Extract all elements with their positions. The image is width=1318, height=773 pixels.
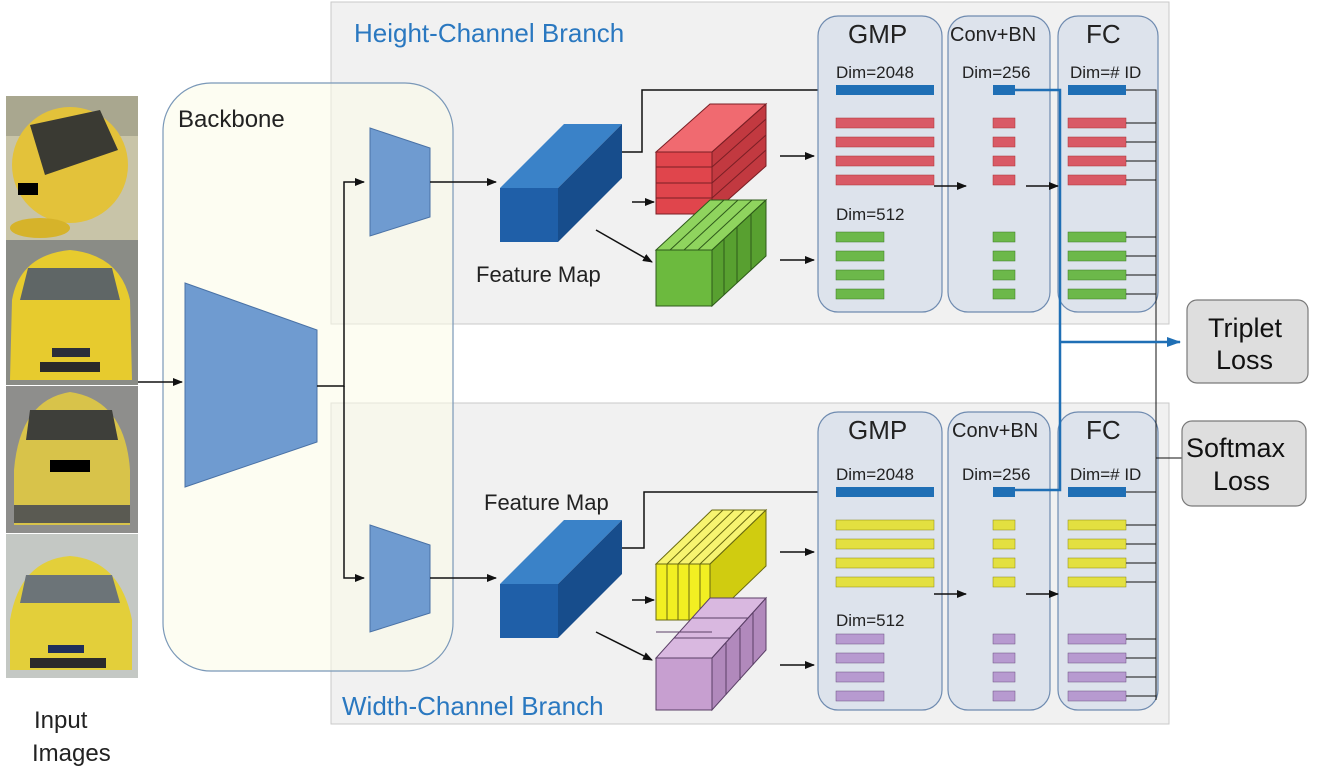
- feature-map-cube-top: [500, 124, 622, 242]
- feature-map-label-bottom: Feature Map: [484, 490, 609, 515]
- softmax-loss-box: [1181, 420, 1307, 507]
- input-label-line2: Images: [32, 740, 111, 767]
- global-bars-bottom: [836, 487, 1126, 497]
- input-images: [6, 96, 138, 678]
- car-image-1: [6, 96, 138, 240]
- dim-id-top: Dim=# ID: [1070, 63, 1141, 82]
- fc-header-top: FC: [1086, 19, 1121, 49]
- feature-map-cube-bottom: [500, 520, 622, 638]
- width-branch-title: Width-Channel Branch: [342, 691, 604, 721]
- triplet-connector: [1015, 88, 1181, 492]
- height-branch-head: [369, 127, 431, 237]
- fmap-to-gmp-bottom-connector: [622, 488, 835, 549]
- softmax-loss-line1: Softmax: [1186, 433, 1286, 463]
- dim-512-bottom: Dim=512: [836, 611, 905, 630]
- dim-2048-bottom: Dim=2048: [836, 465, 914, 484]
- fc-header-bottom: FC: [1086, 415, 1121, 445]
- input-label-line1: Input: [34, 707, 88, 734]
- gmp-header-top: GMP: [848, 19, 907, 49]
- fmap-to-gmp-top-connector: [622, 86, 835, 153]
- backbone-label: Backbone: [178, 106, 285, 133]
- dim-512-top: Dim=512: [836, 205, 905, 224]
- purple-bars-bottom: [835, 633, 1127, 702]
- convbn-header-top: Conv+BN: [950, 24, 1036, 46]
- dim-256-top: Dim=256: [962, 63, 1031, 82]
- triplet-loss-box: [1186, 299, 1309, 384]
- height-branch-title: Height-Channel Branch: [354, 18, 624, 48]
- yellow-bars-bottom: [835, 519, 1127, 588]
- car-image-4: [6, 534, 138, 678]
- red-bars-top: [835, 117, 1127, 186]
- fc-output-lines-top: [1126, 89, 1157, 418]
- gmp-header-bottom: GMP: [848, 415, 907, 445]
- fmap-to-purple-arrow: [595, 631, 653, 661]
- car-image-3: [6, 386, 138, 533]
- feature-map-label-top: Feature Map: [476, 262, 601, 287]
- global-bars-top: [836, 85, 1126, 95]
- dim-id-bottom: Dim=# ID: [1070, 465, 1141, 484]
- dim-2048-top: Dim=2048: [836, 63, 914, 82]
- backbone-trapezoid: [184, 282, 318, 488]
- purple-part-slab: [654, 596, 768, 712]
- car-image-2: [6, 240, 138, 385]
- red-part-slab: [654, 102, 768, 216]
- green-part-slab: [654, 198, 768, 308]
- fmap-to-green-arrow: [595, 229, 653, 263]
- split-connector: [317, 178, 365, 387]
- softmax-loss-line2: Loss: [1213, 466, 1270, 496]
- yellow-part-slab: [654, 508, 768, 622]
- split-connector-lower: [343, 386, 365, 582]
- convbn-header-bottom: Conv+BN: [952, 420, 1038, 442]
- fc-output-lines-bottom: [1126, 418, 1182, 700]
- width-branch-head: [369, 524, 431, 633]
- triplet-loss-line2: Loss: [1216, 345, 1273, 375]
- green-bars-top: [835, 231, 1127, 300]
- dim-256-bottom: Dim=256: [962, 465, 1031, 484]
- triplet-loss-line1: Triplet: [1208, 313, 1283, 343]
